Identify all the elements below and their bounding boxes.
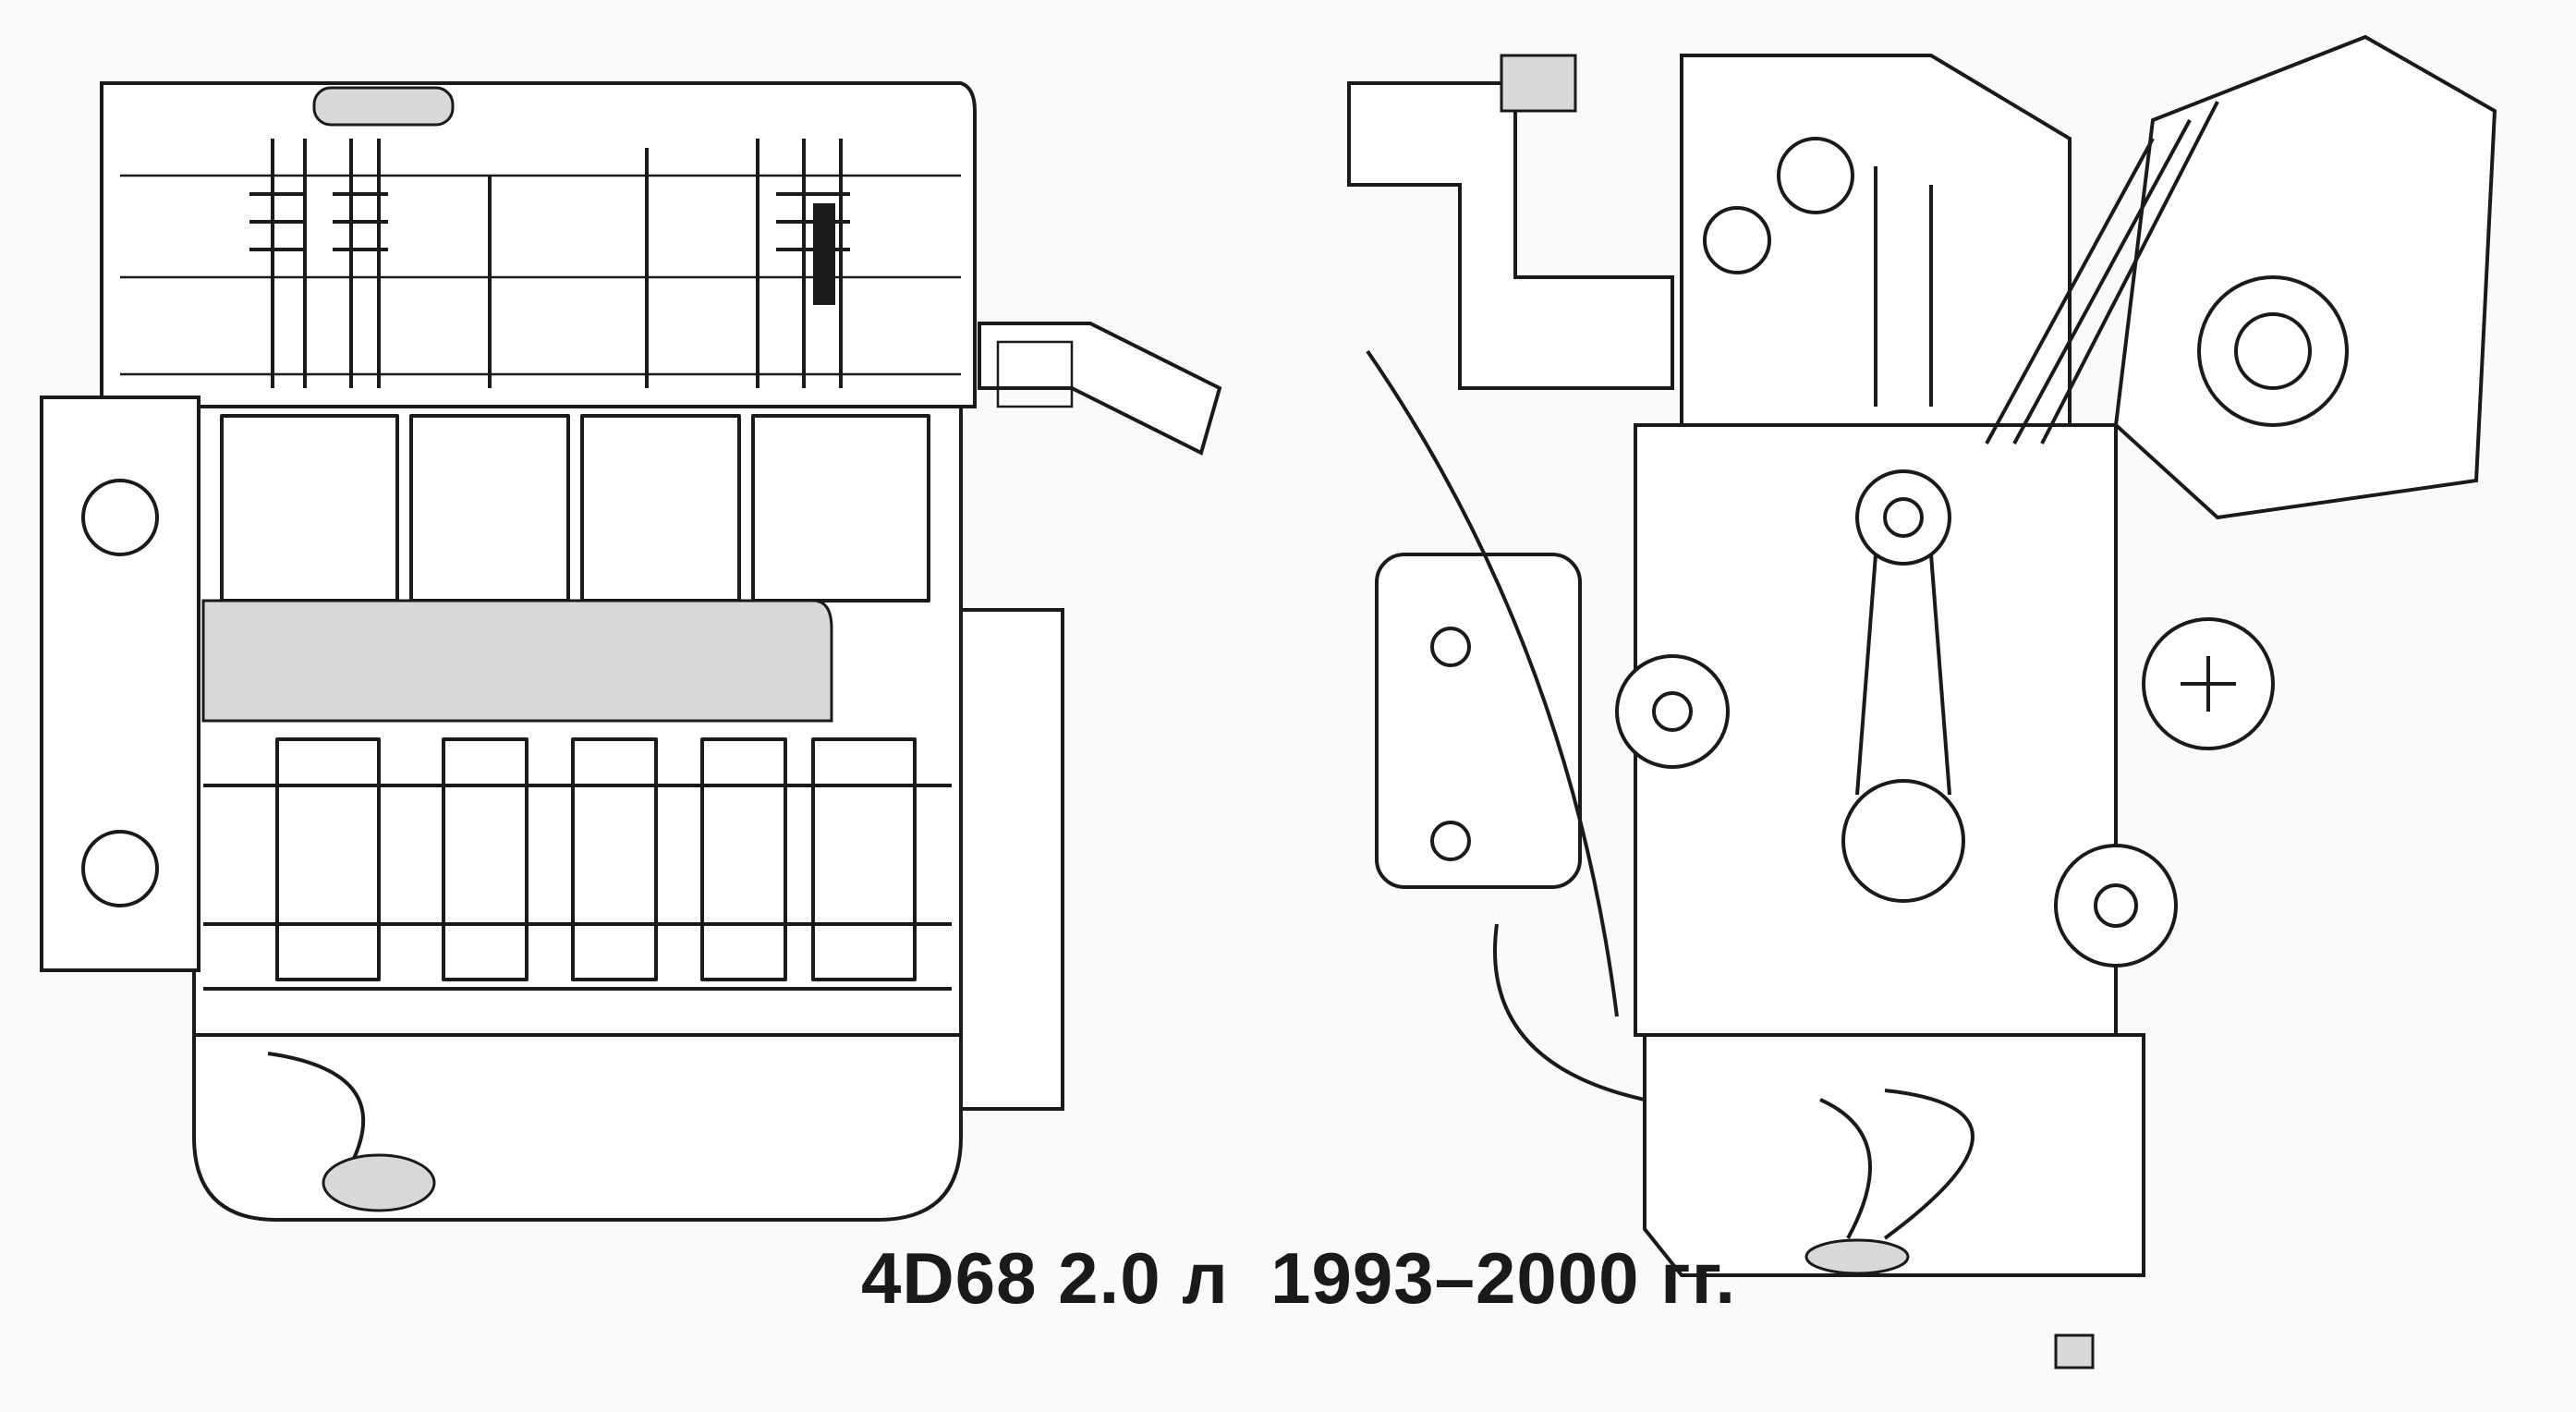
engine-longitudinal-section [40,81,1222,1222]
diagram-caption: 4D68 2.0 л 1993–2000 гг. [861,1237,1737,1319]
engine-transverse-section [1347,34,2497,1369]
